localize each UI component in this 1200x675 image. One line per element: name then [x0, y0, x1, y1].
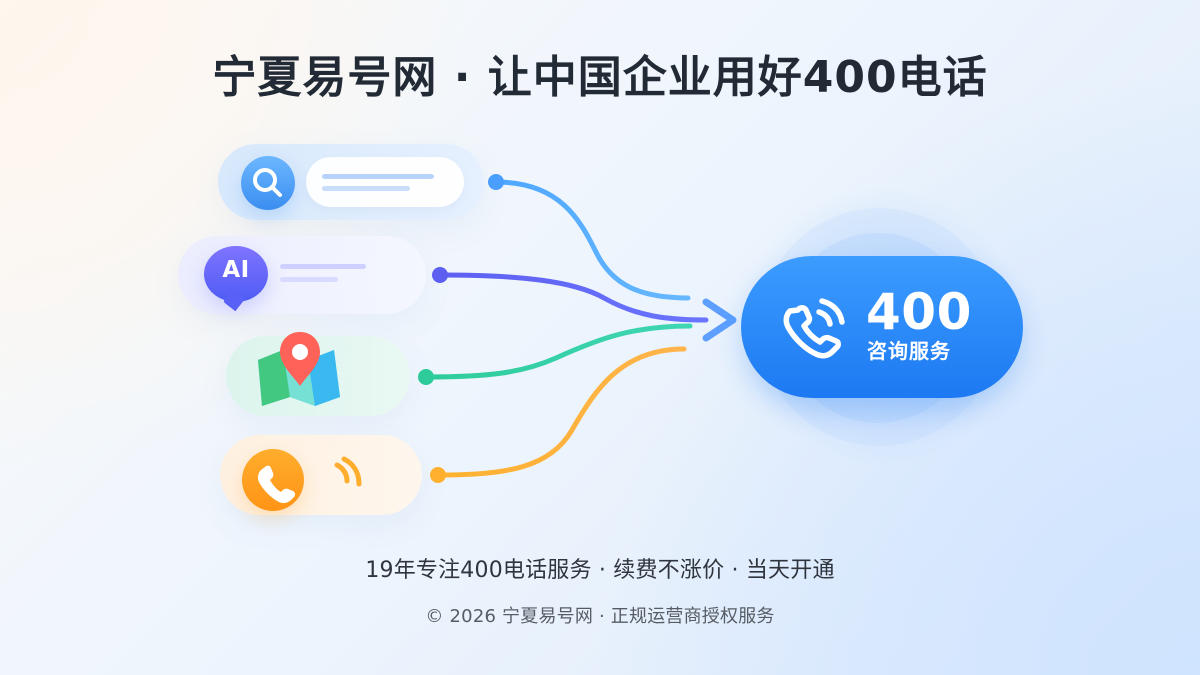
service-tagline: 19年专注400电话服务 · 续费不涨价 · 当天开通 [365, 558, 835, 583]
phone-icon [257, 465, 296, 504]
ai-chat-badge: AI [204, 246, 272, 312]
phone-flow-line [435, 346, 687, 478]
merge-arrow-head [702, 298, 737, 342]
search-icon [253, 168, 282, 197]
phone-connector-dot [430, 467, 446, 483]
ai-connector-dot [432, 267, 448, 283]
page-title: 宁夏易号网 · 让中国企业用好400电话 [212, 52, 988, 103]
phone-call-icon [783, 298, 845, 359]
cta-number: 400 [866, 283, 972, 341]
phone-icon-badge [242, 449, 304, 511]
search-flow-line [493, 179, 691, 301]
signal-icon [334, 456, 362, 487]
search-lines-icon [322, 174, 434, 191]
search-icon-badge [241, 156, 295, 210]
cta-label: 咨询服务 [867, 339, 951, 363]
ai-lines-icon [280, 264, 366, 282]
search-result-card [306, 157, 464, 207]
copyright-text: © 2026 宁夏易号网 · 正规运营商授权服务 [425, 606, 775, 627]
search-connector-dot [488, 174, 504, 190]
ai-chat-label: AI [222, 257, 250, 283]
map-pin-icon [258, 332, 340, 406]
map-connector-dot [418, 369, 434, 385]
map-flow-line [423, 323, 693, 380]
